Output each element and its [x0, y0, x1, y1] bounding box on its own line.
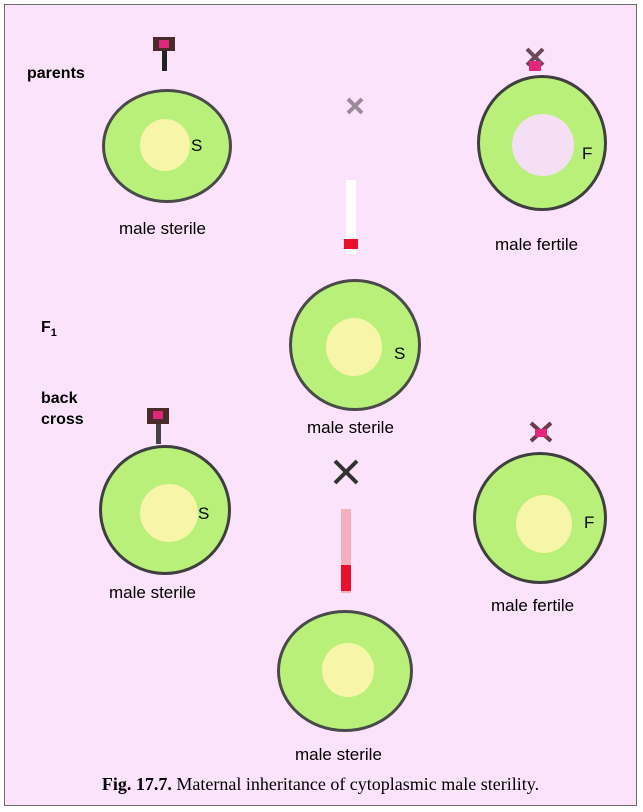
- f1-label: male sterile: [307, 418, 394, 437]
- arrow-head: [344, 239, 358, 249]
- cross-icon: [333, 459, 359, 485]
- nucleus: [516, 495, 572, 553]
- cytoplasm-letter: F: [582, 144, 593, 163]
- arrow-stem: [346, 180, 356, 254]
- diagram-symbols: [147, 37, 553, 593]
- progeny-cell: [277, 610, 413, 732]
- cytoplasm-letter: S: [394, 344, 406, 363]
- parent-fertile-cell: F: [477, 75, 607, 211]
- row-label-f1: F1: [41, 319, 57, 340]
- backcross-sterile-marker: [147, 408, 169, 444]
- backcross-sterile-label: male sterile: [109, 583, 196, 602]
- nucleus: [326, 318, 382, 376]
- backcross-fertile-label: male fertile: [491, 596, 575, 615]
- backcross-fertile-marker: [529, 421, 553, 443]
- cytoplasm-letter: S: [198, 504, 210, 523]
- row-label-parents: parents: [27, 65, 85, 82]
- nucleus: [140, 484, 198, 542]
- progeny-label: male sterile: [295, 745, 382, 764]
- parent-fertile-marker: [525, 47, 545, 71]
- nucleus: [512, 114, 574, 176]
- parent-sterile-marker: [153, 37, 175, 71]
- parent-fertile-label: male fertile: [495, 235, 579, 254]
- backcross-sterile-cell: S: [99, 445, 231, 575]
- nucleus: [140, 119, 190, 171]
- backcross-fertile-cell: F: [473, 452, 607, 584]
- cross-icon: [346, 97, 364, 115]
- arrow-stem: [341, 509, 351, 593]
- nucleus: [322, 643, 374, 697]
- parent-sterile-cell: S: [102, 89, 232, 203]
- figure-caption: Fig. 17.7. Maternal inheritance of cytop…: [101, 774, 540, 794]
- arrow-head: [341, 565, 351, 591]
- f1-cell: S: [289, 279, 421, 411]
- cytoplasm-letter: S: [191, 136, 203, 155]
- cytoplasm-letter: F: [584, 513, 595, 532]
- parent-sterile-label: male sterile: [119, 219, 206, 238]
